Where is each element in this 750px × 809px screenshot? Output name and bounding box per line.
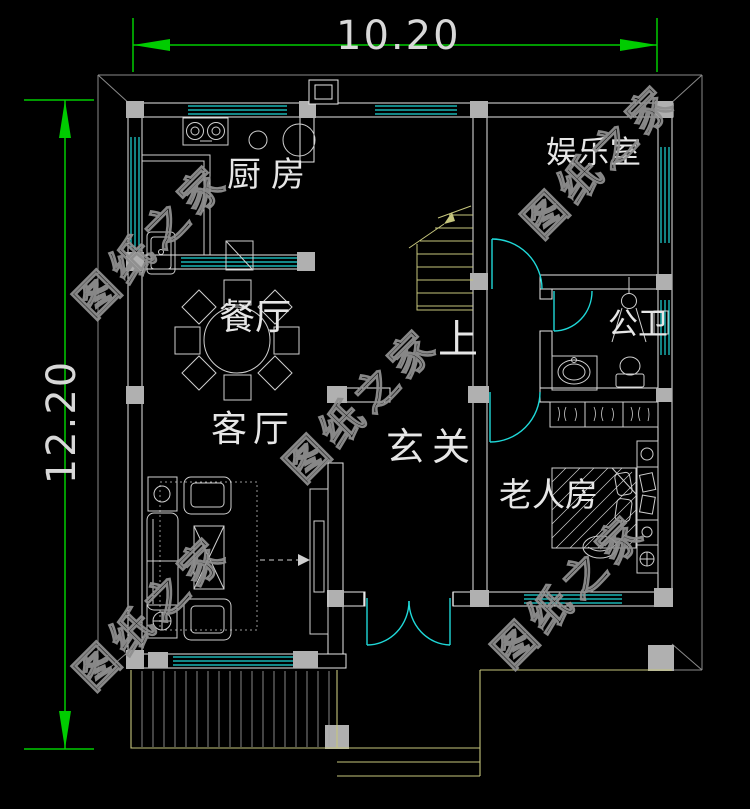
- dimension-top: [132, 18, 658, 72]
- window-top-kitchen: [187, 104, 288, 116]
- kitchen-sink: [146, 231, 176, 275]
- kitchen-jar: [248, 130, 268, 150]
- stove: [182, 117, 229, 146]
- shower-icon: [611, 277, 647, 343]
- wall-tv: [327, 462, 344, 655]
- bedside-rug: [582, 535, 618, 559]
- column: [327, 590, 344, 607]
- kitchen-wok: [282, 123, 316, 157]
- room-label-foyer: 玄关: [386, 425, 479, 469]
- fridge: [225, 240, 254, 271]
- kitchen-counter: [142, 154, 211, 255]
- dimension-arrow-left: [133, 39, 170, 51]
- column: [470, 273, 488, 290]
- column: [126, 650, 144, 669]
- column: [327, 386, 347, 403]
- armchair-bottom: [183, 598, 232, 641]
- column: [126, 386, 144, 404]
- furniture: [142, 117, 669, 641]
- column: [656, 274, 672, 290]
- eaves-outline: [97, 74, 703, 679]
- window-kitchen-pass: [181, 256, 297, 268]
- wall-bathroom-top: [539, 274, 659, 290]
- wall-bathroom-left-a: [539, 288, 553, 300]
- room-label-entertainment: 娱乐室: [546, 135, 642, 171]
- room-label-bathroom: 公卫: [608, 307, 668, 342]
- dimension-arrow-right: [620, 39, 657, 51]
- dining-table: [203, 306, 271, 374]
- outdoor-steps: [337, 669, 672, 777]
- dimension-width-label: 10.20: [336, 13, 461, 59]
- room-label-dining: 餐厅: [219, 297, 292, 338]
- column: [293, 651, 318, 668]
- room-label-living: 客厅: [211, 409, 296, 450]
- stairs-up-label: 上: [438, 317, 478, 363]
- closet: [549, 401, 659, 428]
- wardrobe-strip: [636, 440, 659, 574]
- window-top-stairwell: [374, 104, 458, 116]
- coffee-table: [193, 525, 225, 590]
- sofa: [146, 512, 179, 611]
- dimension-height-label: 12.20: [39, 359, 85, 485]
- window-left-kitchen: [129, 137, 141, 250]
- room-label-elder: 老人房: [499, 475, 598, 514]
- stairs: [408, 205, 473, 311]
- deck: [130, 669, 672, 777]
- window-bottom-elder: [524, 593, 622, 605]
- elder-room-door: [489, 391, 541, 443]
- column: [655, 101, 673, 118]
- deck-outline: [130, 670, 338, 749]
- doors: [363, 238, 593, 646]
- bathroom-door: [553, 290, 593, 332]
- column: [126, 252, 144, 271]
- dimension-arrow-up: [59, 100, 71, 138]
- column: [297, 252, 315, 271]
- tv-cabinet: [309, 488, 329, 635]
- column: [656, 388, 672, 402]
- stair-break-arrow: [444, 212, 455, 224]
- column: [470, 101, 488, 118]
- dimension-arrow-down: [59, 711, 71, 749]
- column: [148, 652, 168, 668]
- column: [126, 101, 144, 118]
- entertainment-room-door: [491, 238, 543, 290]
- window-right-entertainment: [659, 147, 671, 243]
- basin: [551, 355, 598, 391]
- deck-planks: [141, 671, 330, 747]
- dimension-left: [24, 99, 94, 750]
- bed: [551, 467, 637, 549]
- tv-sightline: [260, 554, 310, 566]
- column: [468, 386, 489, 403]
- side-table-bottom: [146, 604, 178, 639]
- column: [470, 590, 489, 607]
- window-bottom-living: [173, 655, 296, 667]
- rug: [159, 481, 258, 631]
- side-table-top: [147, 476, 178, 512]
- main-entrance-double-door: [363, 592, 454, 646]
- water-heater: [653, 310, 669, 335]
- column-veranda: [648, 645, 674, 671]
- column: [654, 588, 673, 607]
- room-label-kitchen: 厨房: [227, 155, 315, 195]
- toilet-icon: [615, 356, 645, 388]
- column: [299, 101, 316, 118]
- armchair-top: [183, 476, 232, 515]
- dining-chairs: [174, 279, 300, 401]
- flue: [308, 79, 339, 105]
